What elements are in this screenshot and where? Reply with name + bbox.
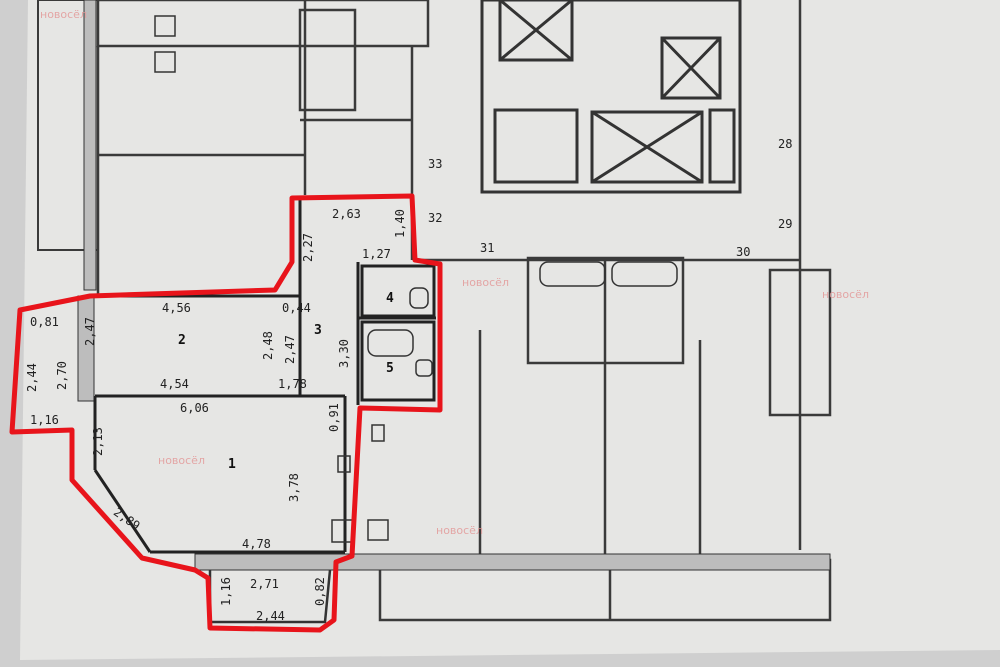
watermark-logo: новосёл (436, 524, 483, 537)
dimension-label: 0,82 (313, 577, 327, 606)
watermark-logo: новосёл (462, 276, 509, 289)
dimension-label: 1,27 (362, 247, 391, 261)
dimension-label: 4,54 (160, 377, 189, 391)
dimension-label: 6,06 (180, 401, 209, 415)
dimension-label: 2,48 (261, 331, 275, 360)
axis-mark: 30 (736, 245, 750, 259)
axis-mark: 32 (428, 211, 442, 225)
dimension-label: 3,30 (337, 339, 351, 368)
watermark-logo: новосёл (40, 8, 87, 21)
axis-mark: 33 (428, 157, 442, 171)
room-number-2: 2 (178, 333, 186, 348)
dimension-label: 4,78 (242, 537, 271, 551)
hatched-walls (77, 0, 831, 571)
dimension-label: 0,81 (30, 315, 59, 329)
room-number-3: 3 (314, 323, 322, 338)
room-number-1: 1 (228, 457, 236, 472)
axis-mark: 31 (480, 241, 494, 255)
dimension-label: 2,44 (25, 363, 39, 392)
dimension-label: 4,56 (162, 301, 191, 315)
watermark-logo: новосёл (822, 288, 869, 301)
fixtures (154, 15, 678, 543)
dimension-label: 3,78 (287, 473, 301, 502)
dimension-label: 2,27 (301, 233, 315, 262)
axis-mark: 28 (778, 137, 792, 151)
axis-mark: 29 (778, 217, 792, 231)
watermark-logo: новосёл (158, 454, 205, 467)
elevator-core (480, 0, 742, 194)
dimension-label: 2,63 (332, 207, 361, 221)
dimension-label: 2,47 (283, 335, 297, 364)
dimension-label: 0,44 (282, 301, 311, 315)
dimension-label: 2,71 (250, 577, 279, 591)
room-number-4: 4 (386, 291, 394, 306)
dimension-label: 0,91 (327, 403, 341, 432)
dimension-label: 2,44 (256, 609, 285, 623)
paper-sheet (20, 0, 1000, 660)
dimension-label: 1,16 (30, 413, 59, 427)
neighbour-walls (37, 0, 832, 622)
dimension-label: 2,13 (91, 427, 105, 456)
dimension-label: 2,47 (83, 317, 97, 346)
dimension-label: 1,78 (278, 377, 307, 391)
room-number-5: 5 (386, 361, 394, 376)
apartment-highlight-outline (9, 193, 443, 633)
dimension-label: 1,16 (219, 577, 233, 606)
dimension-label: 2,70 (55, 361, 69, 390)
dimension-label: 1,40 (393, 209, 407, 238)
